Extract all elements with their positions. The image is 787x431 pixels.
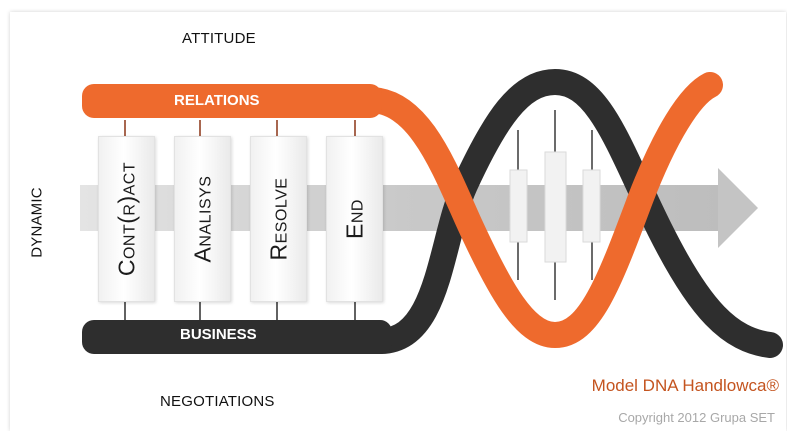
step-end: End	[326, 136, 383, 302]
dynamic-label: DYNAMIC	[28, 187, 46, 258]
model-title: Model DNA Handlowca®	[591, 376, 779, 395]
relations-strand	[357, 72, 723, 349]
negotiations-label: NEGOTIATIONS	[160, 393, 275, 410]
step-contract: Cont(r)act	[98, 136, 155, 302]
step-analisys-label: Analisys	[189, 175, 215, 263]
step-contract-label: Cont(r)act	[113, 161, 139, 277]
attitude-label: ATTITUDE	[182, 30, 256, 47]
step-end-label: End	[341, 199, 367, 239]
relations-bar	[82, 84, 382, 118]
business-label: BUSINESS	[180, 326, 257, 343]
relations-label: RELATIONS	[174, 92, 260, 109]
copyright-text: Copyright 2012 Grupa SET	[618, 410, 775, 425]
business-strand	[367, 68, 783, 358]
step-resolve-label: Resolve	[265, 177, 291, 261]
business-bar	[82, 320, 392, 354]
step-analisys: Analisys	[174, 136, 231, 302]
helix-rungs	[509, 151, 601, 263]
step-resolve: Resolve	[250, 136, 307, 302]
